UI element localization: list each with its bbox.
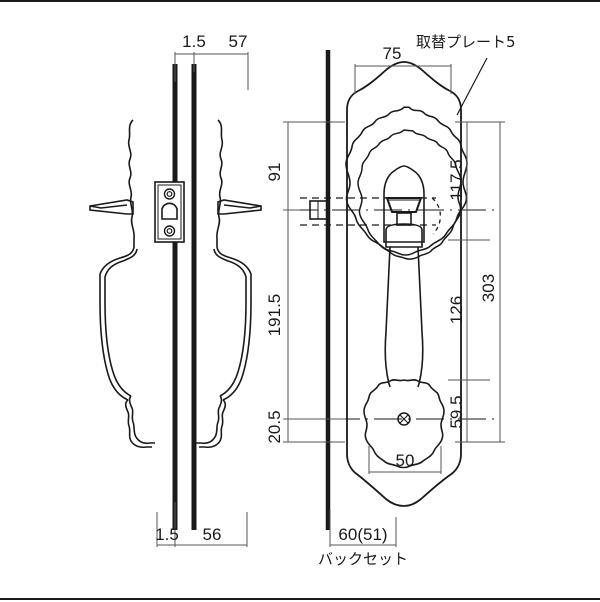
front-view-rosette-outer (345, 106, 468, 256)
side-view-top-dimension-lines (174, 52, 249, 90)
front-view-grip-top (385, 223, 423, 248)
dim-front-right-117-5: 117.5 (447, 159, 466, 200)
side-view-lock-case (154, 181, 185, 243)
side-view-bottom-dimension-lines (156, 502, 248, 547)
annotation-leader-line (456, 57, 488, 116)
annotation-replacement-plate: 取替プレート5 (416, 33, 516, 51)
front-view-bottom-inner-dimension-lines (368, 446, 442, 474)
dim-front-right-126: 126 (447, 296, 466, 324)
side-view-right-lever (217, 199, 262, 215)
front-view-rotation-arc (431, 197, 442, 235)
dim-front-overall-303: 303 (479, 274, 498, 302)
dim-front-left-20-5: 20.5 (265, 410, 284, 443)
front-view-top-dimension-lines (354, 64, 452, 94)
front-view-grip-shaft-left (384, 246, 391, 388)
front-view-rosette-inner (357, 129, 462, 260)
side-view-handle-outline-right (196, 119, 252, 449)
front-elevation-view: 75 取替プレート5 91 191.5 20.5 117.5 126 59.5 (265, 33, 516, 568)
front-view-overall-dimension-lines (467, 121, 505, 443)
dim-side-bottom-2: 56 (203, 525, 222, 544)
dim-side-top-1: 1.5 (182, 32, 206, 51)
dim-front-bottom-50: 50 (396, 451, 415, 470)
front-view-thumb-spindle-block (396, 212, 412, 226)
front-view-lower-rosette (363, 379, 445, 469)
dim-front-top-75: 75 (383, 44, 402, 63)
side-view-handle-outline (99, 119, 155, 449)
dim-front-right-59-5: 59.5 (447, 395, 466, 428)
front-view-thumblatch-housing (383, 165, 425, 243)
dim-side-bottom-1: 1.5 (155, 525, 179, 544)
front-view-left-dimension-lines (283, 121, 345, 443)
side-view-left-lever (89, 199, 134, 215)
side-section-view: 1.5 57 1.5 56 (89, 32, 262, 547)
dim-side-top-2: 57 (229, 32, 248, 51)
dim-front-backset: 60(51) (338, 525, 387, 544)
front-view-grip-shaft-right (417, 246, 424, 388)
caption-backset: バックセット (318, 550, 408, 568)
front-view-escutcheon-plate (346, 61, 462, 507)
dim-front-left-191-5: 191.5 (265, 294, 284, 337)
front-view-backset-dimension-lines (329, 510, 397, 547)
dim-front-left-91: 91 (265, 163, 284, 182)
